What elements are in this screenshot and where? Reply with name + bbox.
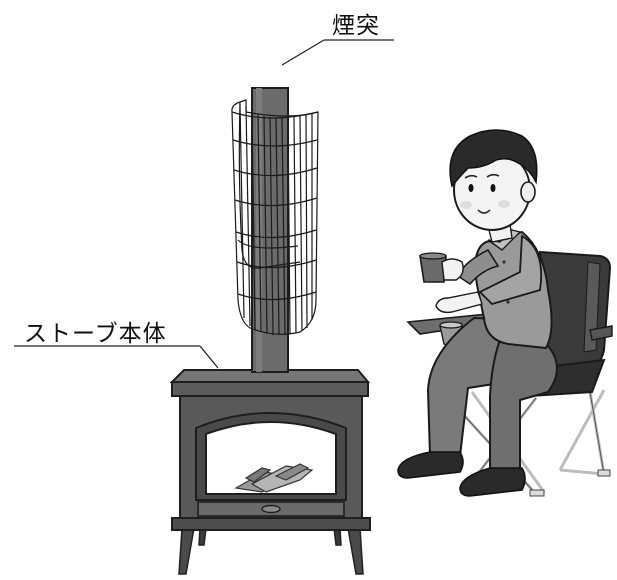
stove-body-label: ストーブ本体 bbox=[24, 321, 167, 347]
stove-legs bbox=[178, 527, 364, 575]
chimney-label: 煙突 bbox=[332, 13, 380, 39]
chimney-guard bbox=[231, 99, 319, 336]
stove-body bbox=[169, 369, 371, 531]
firewood bbox=[234, 463, 314, 493]
chimney-callout bbox=[281, 39, 394, 66]
stove-callout bbox=[14, 345, 219, 369]
person bbox=[397, 129, 558, 497]
